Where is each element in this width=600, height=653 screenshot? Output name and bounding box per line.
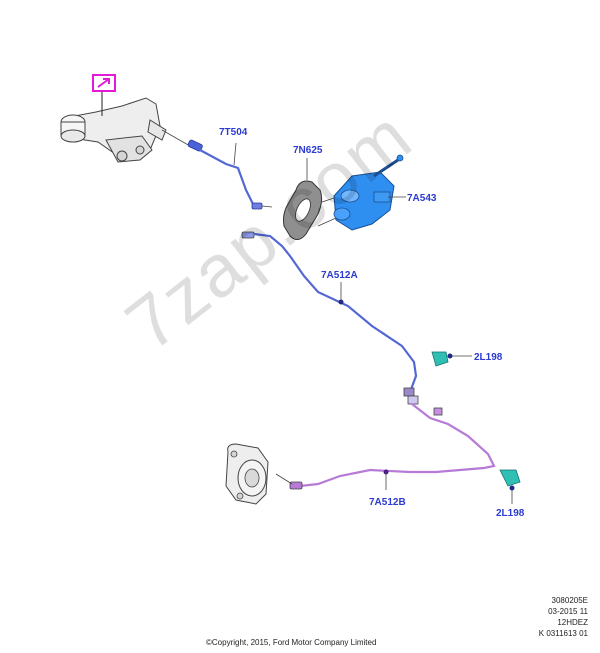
meta-line-2: 03-2015 11 bbox=[548, 607, 588, 616]
pressure-line-7T504 bbox=[161, 129, 273, 210]
callout-2L198-upper: 2L198 bbox=[474, 352, 503, 363]
callout-2L198-lower: 2L198 bbox=[496, 508, 525, 519]
line-7A512B bbox=[275, 403, 496, 490]
callout-7A512B: 7A512B bbox=[369, 497, 406, 508]
copyright-notice: ©Copyright, 2015, Ford Motor Company Lim… bbox=[206, 638, 377, 647]
callout-7A512A: 7A512A bbox=[321, 270, 358, 281]
clip-2L198-upper bbox=[431, 351, 472, 367]
slave-cylinder-7A543 bbox=[317, 154, 406, 231]
callout-7A543: 7A543 bbox=[407, 193, 437, 204]
clip-2L198-lower bbox=[499, 469, 521, 504]
release-bearing bbox=[225, 443, 269, 505]
meta-line-4: K 0311613 01 bbox=[538, 629, 588, 638]
callout-7T504: 7T504 bbox=[219, 127, 248, 138]
line-7A512A bbox=[241, 231, 419, 405]
reference-marker-icon bbox=[92, 74, 116, 92]
drawing-metadata: 3080205E 03-2015 11 12HDEZ K 0311613 01 bbox=[539, 595, 588, 639]
meta-line-3: 12HDEZ bbox=[557, 618, 588, 627]
master-cylinder bbox=[60, 92, 167, 163]
gasket-7N625 bbox=[283, 158, 323, 240]
callout-7N625: 7N625 bbox=[293, 145, 323, 156]
meta-line-1: 3080205E bbox=[551, 596, 588, 605]
